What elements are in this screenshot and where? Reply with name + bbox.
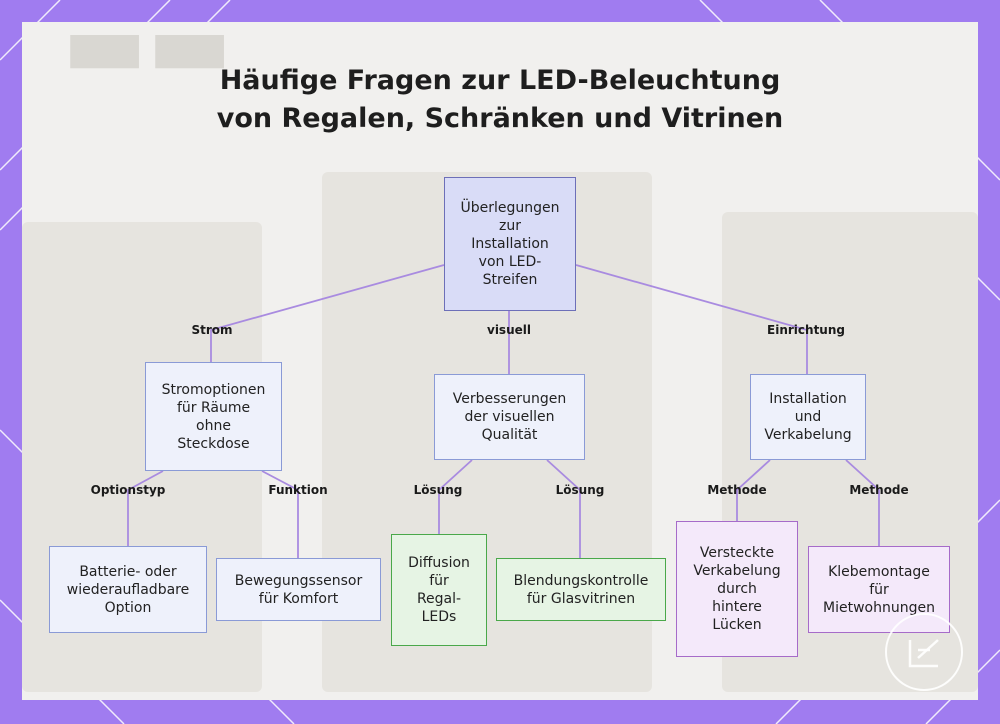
- edge-label-glare: Lösung: [555, 483, 605, 497]
- node-glare-control: Blendungskontrolle für Glasvitrinen: [496, 558, 666, 621]
- background-decoration: ▬▬: [62, 22, 233, 97]
- node-motion-sensor: Bewegungssensor für Komfort: [216, 558, 381, 621]
- edge-label-visual: visuell: [487, 323, 531, 337]
- node-power-options: Stromoptionen für Räume ohne Steckdose: [145, 362, 282, 471]
- node-battery-option: Batterie- oder wiederaufladbare Option: [49, 546, 207, 633]
- edge-label-battery: Optionstyp: [90, 483, 166, 497]
- edge-root-setup: [575, 264, 808, 374]
- title-line-1: Häufige Fragen zur LED-Beleuchtung: [219, 65, 781, 96]
- node-root: Überlegungen zur Installation von LED-St…: [444, 177, 576, 311]
- edge-power-sensor: [261, 470, 299, 558]
- diagram-title: Häufige Fragen zur LED-Beleuchtung von R…: [0, 62, 1000, 138]
- edge-label-power: Strom: [191, 323, 233, 337]
- edge-power-battery: [127, 470, 164, 546]
- node-adhesive-mount: Klebemontage für Mietwohnungen: [808, 546, 950, 633]
- edge-root-power: [210, 264, 445, 362]
- title-line-2: von Regalen, Schränken und Vitrinen: [216, 103, 784, 134]
- edge-setup-hidden: [736, 459, 771, 521]
- napkin-logo-icon: [885, 613, 963, 691]
- edge-label-diffusion: Lösung: [413, 483, 463, 497]
- edge-label-hidden: Methode: [707, 483, 767, 497]
- node-hidden-wiring: Versteckte Verkabelung durch hintere Lüc…: [676, 521, 798, 657]
- edge-visual-diffusion: [438, 459, 473, 534]
- node-diffusion: Diffusion für Regal-LEDs: [391, 534, 487, 646]
- edge-label-setup: Einrichtung: [767, 323, 845, 337]
- edge-visual-glare: [546, 459, 581, 558]
- node-visual-quality: Verbesserungen der visuellen Qualität: [434, 374, 585, 460]
- edge-label-adhesive: Methode: [849, 483, 909, 497]
- edge-label-sensor: Funktion: [268, 483, 328, 497]
- node-installation-wiring: Installation und Verkabelung: [750, 374, 866, 460]
- edge-setup-adhesive: [845, 459, 880, 546]
